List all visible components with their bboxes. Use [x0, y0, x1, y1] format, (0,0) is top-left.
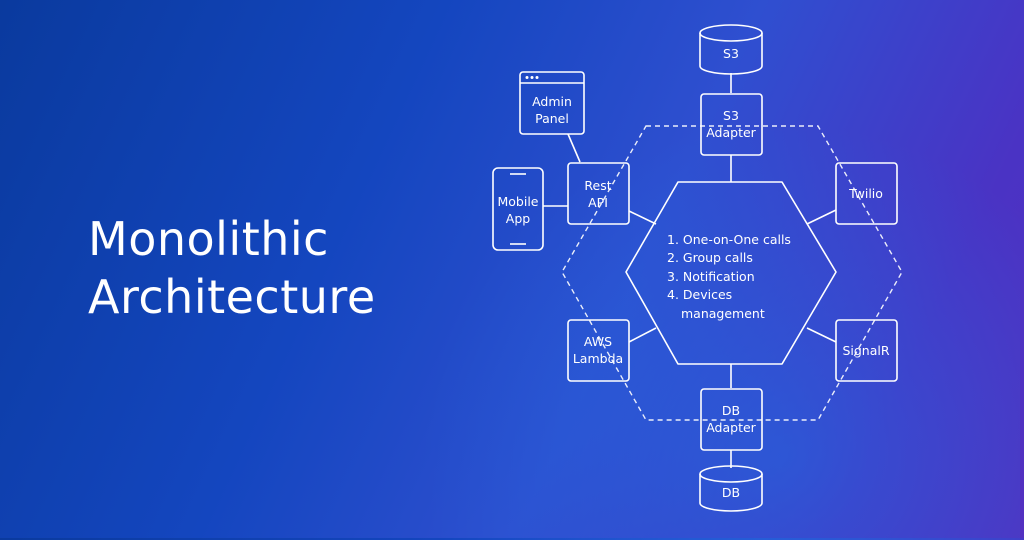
core-feature-3: 3. Notification	[667, 269, 755, 284]
s3-database-node: S3	[699, 24, 763, 75]
title-line-2: Architecture	[88, 270, 376, 324]
aws-lambda-node: AWS Lambda	[567, 319, 630, 382]
outer-boundary-hexagon	[561, 125, 903, 421]
window-dot-icon	[535, 76, 539, 79]
core-feature-4: 4. Devices	[667, 287, 732, 302]
db-adapter-label-line2: Adapter	[706, 420, 756, 435]
admin-panel-label-line2: Panel	[535, 111, 569, 126]
window-dot-icon	[525, 76, 529, 79]
db-label: DB	[722, 485, 740, 500]
db-adapter-label-line1: DB	[722, 403, 740, 418]
admin-panel-node: Admin Panel	[519, 71, 585, 135]
rest-api-label-line1: Rest	[584, 178, 611, 193]
core-feature-1: 1. One-on-One calls	[667, 232, 791, 247]
rest-api-label-line2: API	[588, 195, 608, 210]
link-signalr-core	[806, 327, 837, 343]
core-feature-4-cont: management	[681, 306, 765, 321]
core-feature-2: 2. Group calls	[667, 250, 753, 265]
s3-adapter-node: S3 Adapter	[700, 93, 763, 156]
aws-lambda-label-line2: Lambda	[573, 351, 623, 366]
aws-lambda-label-line1: AWS	[584, 334, 612, 349]
title-line-1: Monolithic	[88, 212, 329, 266]
link-admin-rest	[567, 133, 581, 163]
mobile-app-label-line1: Mobile	[497, 194, 538, 209]
link-twilio-core	[806, 209, 837, 225]
admin-panel-label-line1: Admin	[532, 94, 572, 109]
core-hexagon: 1. One-on-One calls 2. Group calls 3. No…	[625, 181, 837, 365]
db-database-node: DB	[699, 465, 763, 512]
page-title: Monolithic Architecture	[88, 210, 376, 326]
twilio-node: Twilio	[835, 162, 898, 225]
window-dot-icon	[530, 76, 534, 79]
twilio-label: Twilio	[848, 186, 883, 201]
db-adapter-node: DB Adapter	[700, 388, 763, 451]
mobile-app-node: Mobile App	[492, 167, 544, 251]
signalr-node: SignalR	[835, 319, 898, 382]
rest-api-node: Rest API	[567, 162, 630, 225]
s3-label: S3	[723, 46, 739, 61]
link-lambda-core	[628, 327, 657, 343]
signalr-label: SignalR	[842, 343, 889, 358]
s3-adapter-label-line2: Adapter	[706, 125, 756, 140]
mobile-app-label-line2: App	[506, 211, 530, 226]
s3-adapter-label-line1: S3	[723, 108, 739, 123]
link-rest-core	[628, 210, 657, 225]
